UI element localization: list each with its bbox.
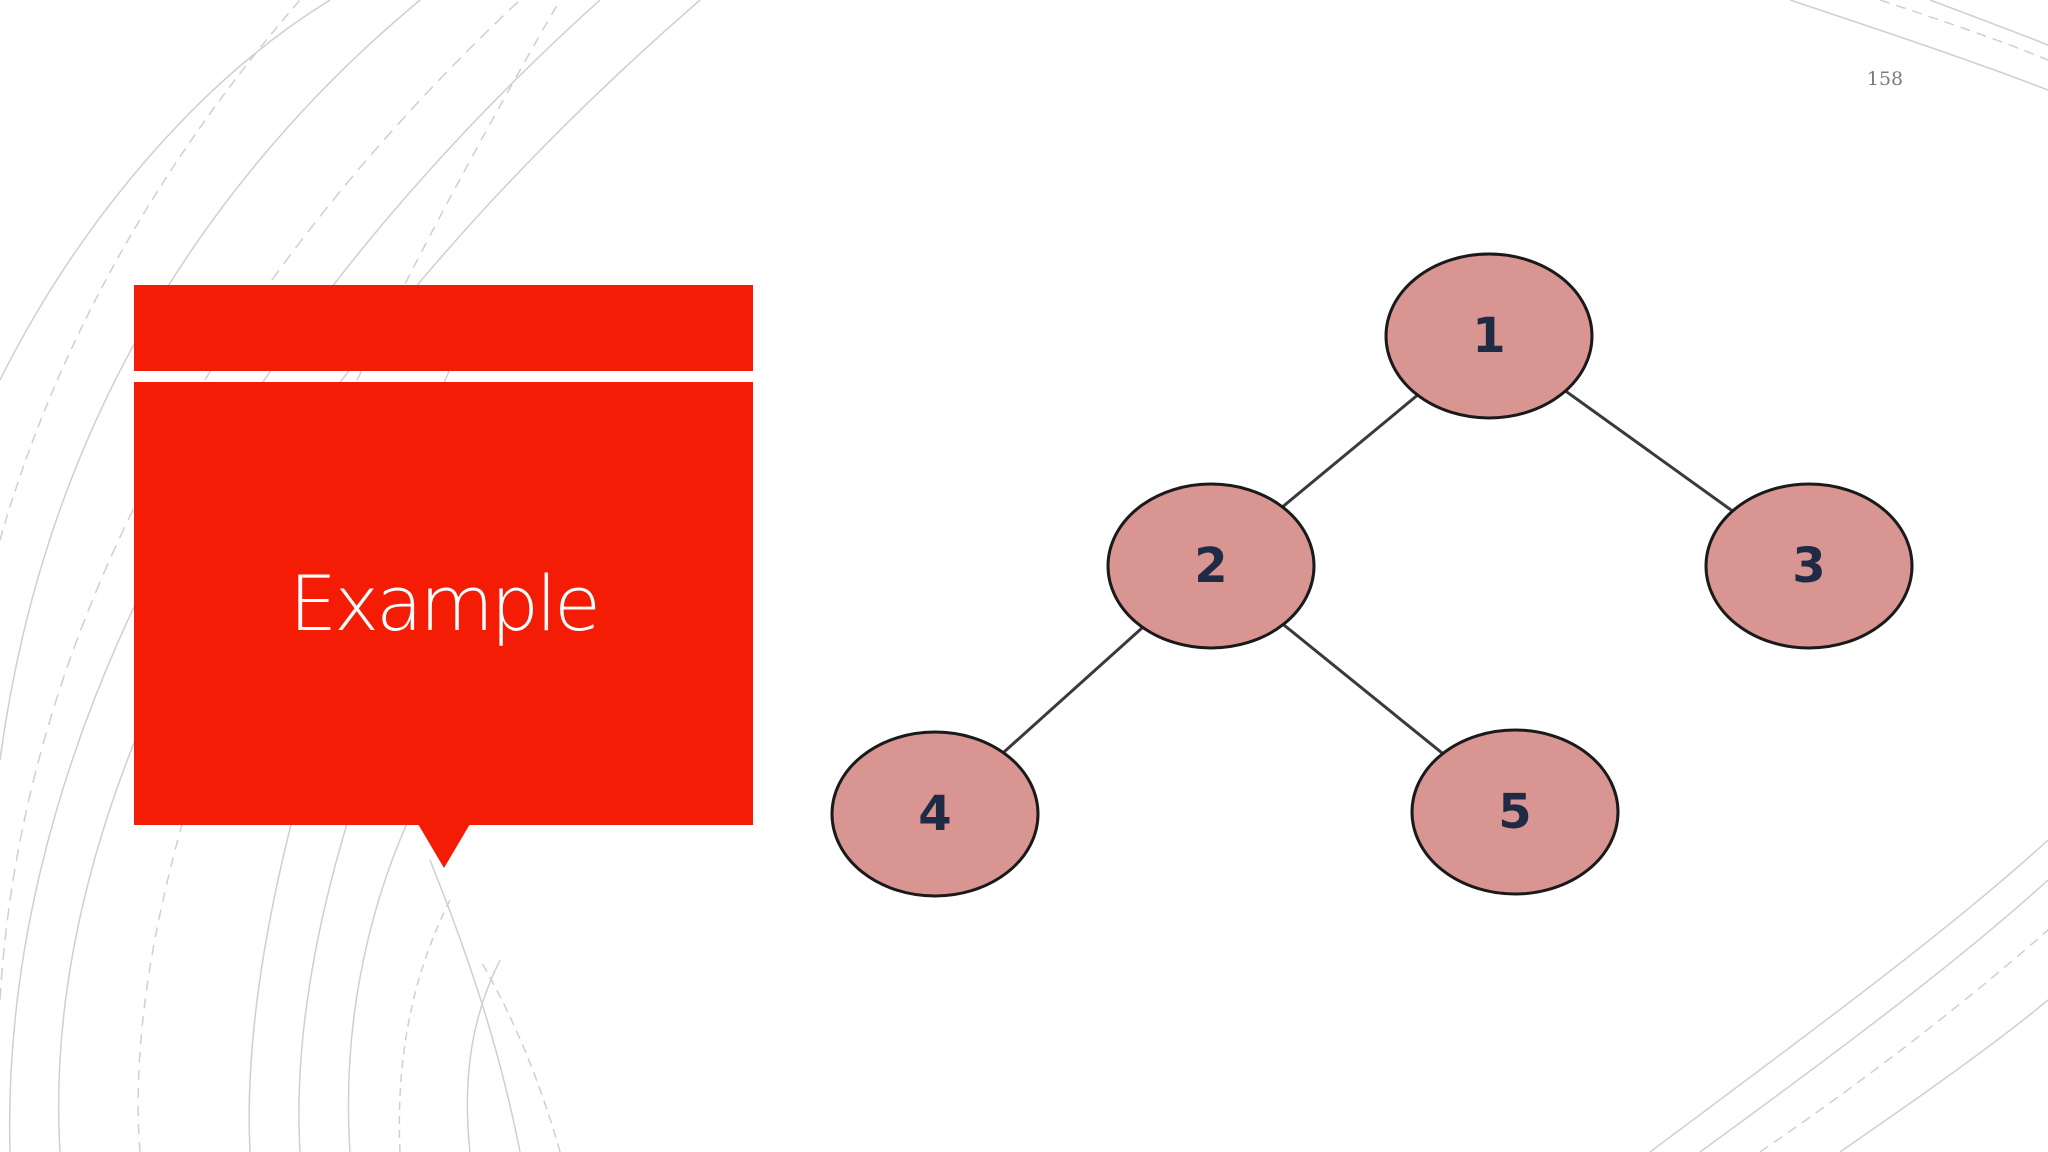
tree-node-shape [830, 730, 1040, 898]
slide-title: Example [289, 559, 601, 648]
page-number: 158 [1866, 68, 1904, 90]
binary-tree-diagram: 1 2 3 4 5 [830, 252, 1914, 898]
tree-node-label: 5 [1498, 784, 1531, 840]
tree-node-shape [1106, 482, 1316, 650]
title-accent-bar [134, 285, 753, 371]
tree-node-label: 2 [1194, 538, 1227, 594]
tree-node-1: 1 [1384, 252, 1594, 420]
tree-node-4: 4 [830, 730, 1040, 898]
tree-node-3: 3 [1704, 482, 1914, 650]
tree-node-2: 2 [1106, 482, 1316, 650]
tree-node-shape [1384, 252, 1594, 420]
tree-node-5: 5 [1410, 728, 1620, 896]
tree-node-shape [1410, 728, 1620, 896]
tree-node-shape [1704, 482, 1914, 650]
title-callout-box: Example [134, 382, 753, 825]
callout-pointer [418, 824, 470, 868]
tree-node-label: 3 [1792, 538, 1825, 594]
tree-node-label: 1 [1472, 308, 1505, 364]
tree-node-label: 4 [918, 786, 951, 842]
